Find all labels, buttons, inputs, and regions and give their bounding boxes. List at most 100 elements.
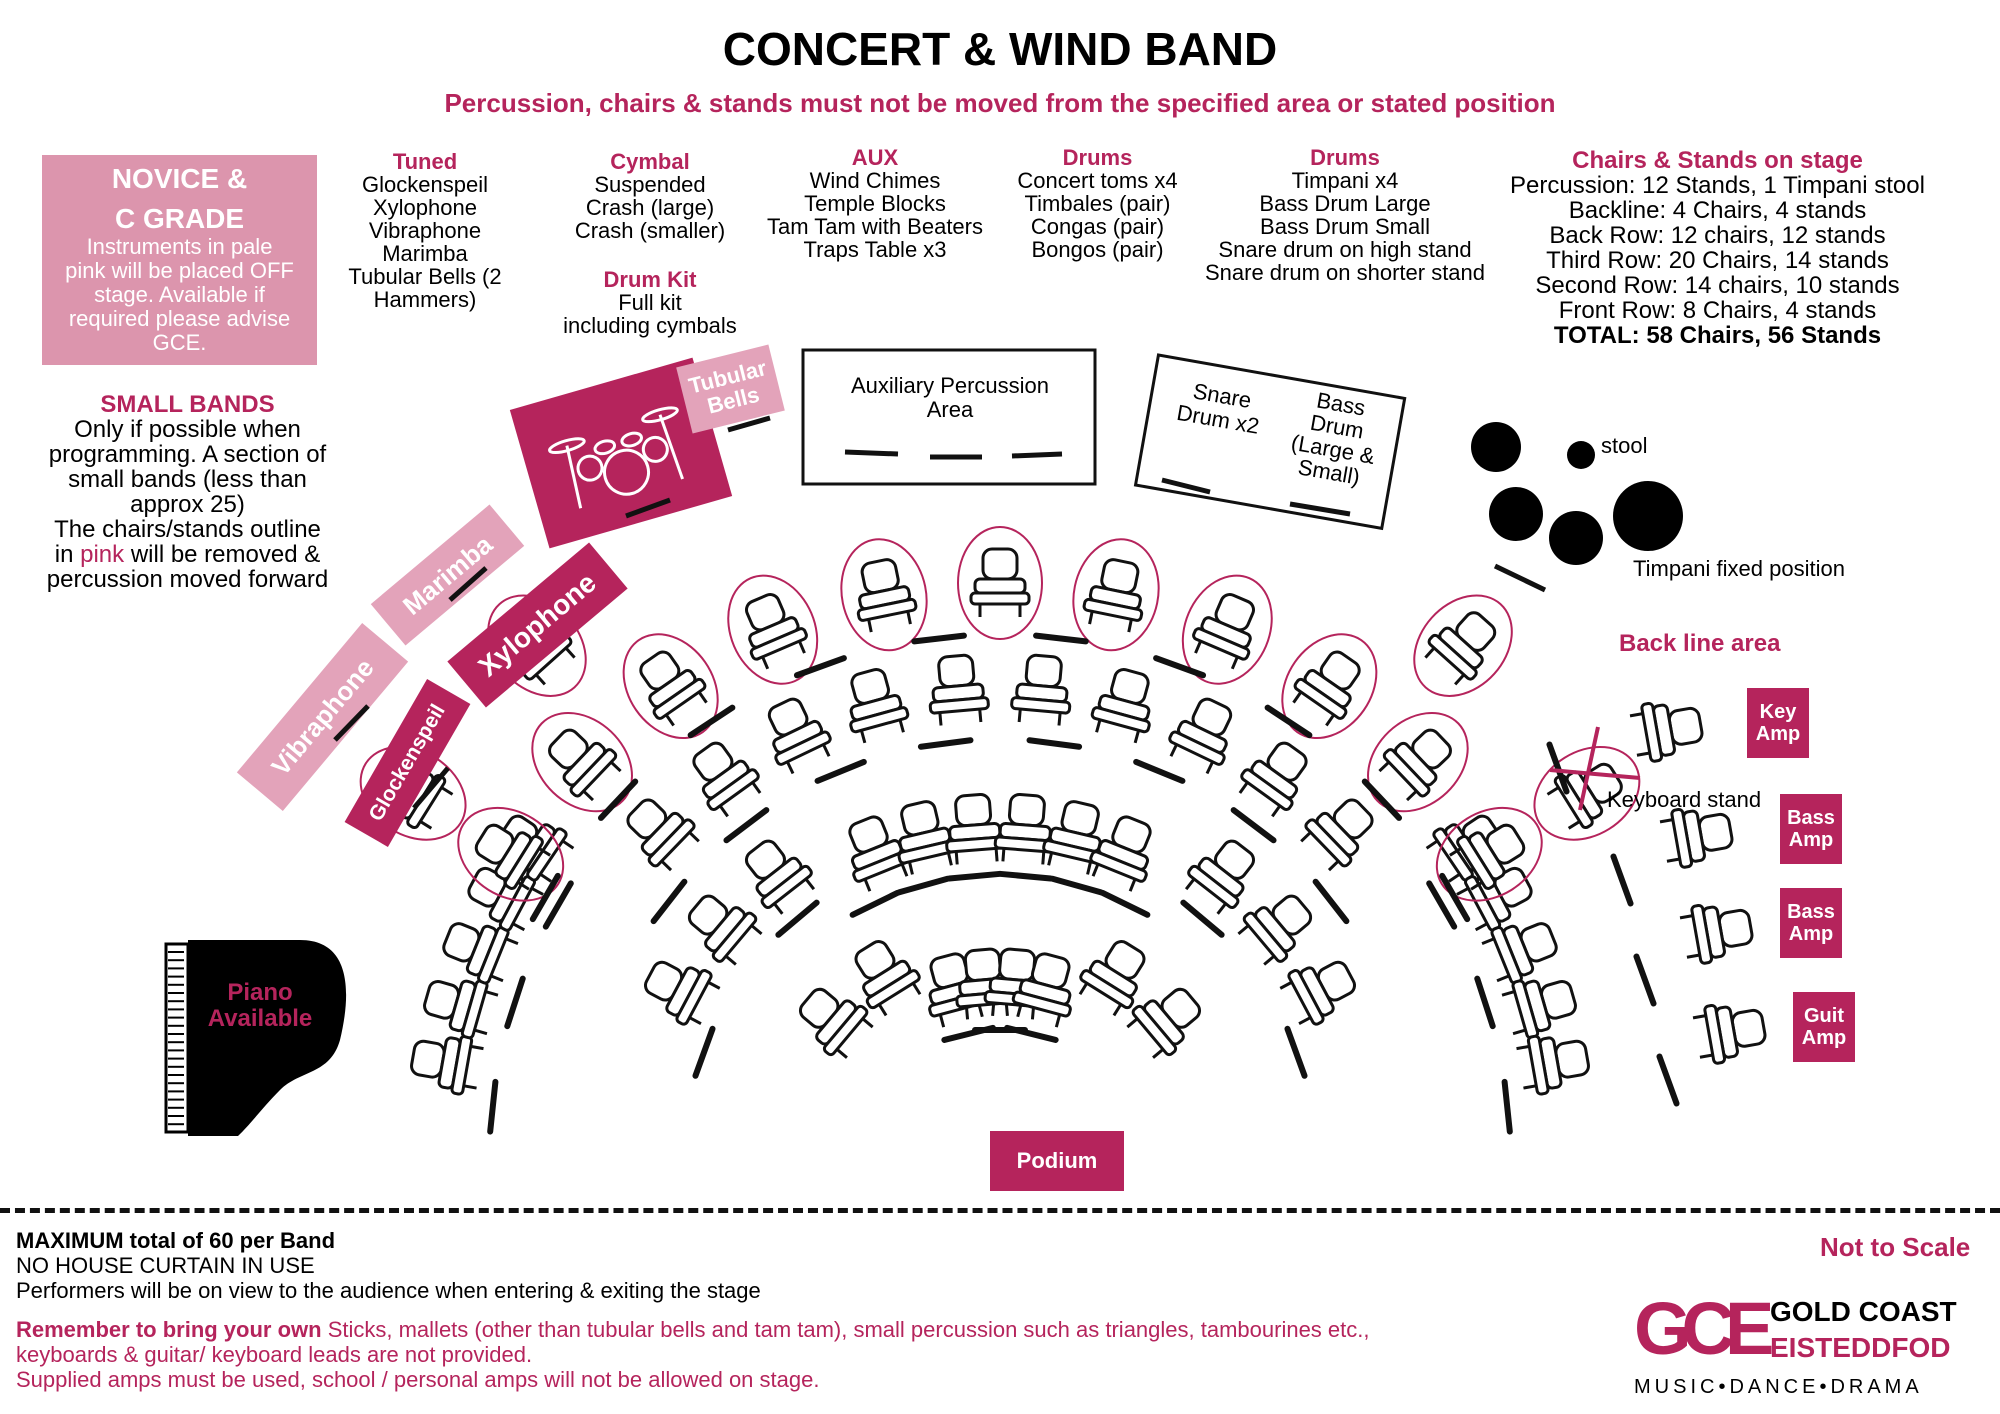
novice-text-1: Instruments in pale xyxy=(86,234,273,259)
chair xyxy=(457,806,565,902)
stand xyxy=(1361,778,1403,821)
novice-text-5: GCE. xyxy=(152,330,207,355)
small-bands-pink-word: pink xyxy=(80,541,125,568)
stand xyxy=(650,878,688,925)
keyboard-stand-label: Keyboard stand xyxy=(1607,787,1762,812)
remember-bold: Remember to bring your own xyxy=(16,1317,322,1342)
cymbal-heading: Cymbal xyxy=(610,149,690,174)
drum-kit-item: including cymbals xyxy=(563,313,737,338)
stand xyxy=(1289,501,1351,517)
chair xyxy=(1367,711,1469,813)
amp-line: Bass xyxy=(1787,901,1835,923)
cymbal-item: Crash (large) xyxy=(585,195,715,220)
amp-line: Bass xyxy=(1787,807,1835,829)
amp-line: Amp xyxy=(1801,1027,1847,1049)
timpani-drum xyxy=(1613,481,1683,551)
remember-rest: Sticks, mallets (other than tubular bell… xyxy=(321,1317,1370,1342)
stand xyxy=(1180,899,1225,938)
stand xyxy=(1133,758,1186,784)
not-to-scale: Not to Scale xyxy=(1820,1232,1971,1262)
chair xyxy=(1413,594,1513,697)
small-bands-heading: SMALL BANDS xyxy=(100,391,275,418)
novice-text-3: stage. Available if xyxy=(94,282,265,307)
cymbal-item: Suspended xyxy=(594,172,706,197)
stand xyxy=(625,497,671,519)
stand xyxy=(1004,1024,1059,1043)
stand xyxy=(1033,632,1089,645)
aux-heading: AUX xyxy=(851,145,899,170)
drum-kit-area xyxy=(509,357,733,549)
remember-note-2: keyboards & guitar/ keyboard leads are n… xyxy=(16,1342,533,1367)
small-bands-line: Only if possible when xyxy=(74,416,301,443)
footer-divider xyxy=(0,1208,2000,1213)
stand xyxy=(504,975,526,1030)
chair xyxy=(840,538,928,652)
stand xyxy=(448,566,488,602)
chairs-stands-item: Backline: 4 Chairs, 4 stands xyxy=(1568,197,1867,224)
drums-item: Bass Drum Large xyxy=(1259,191,1431,216)
remember-note-3: Supplied amps must be used, school / per… xyxy=(16,1367,820,1392)
small-bands-note: SMALL BANDS Only if possible when progra… xyxy=(25,392,350,592)
performers-note: Performers will be on view to the audien… xyxy=(16,1278,761,1303)
piano-label: Piano Available xyxy=(195,980,325,1032)
stand xyxy=(917,737,974,750)
bass-amp: Bass Amp xyxy=(1780,888,1842,958)
piano-line: Piano xyxy=(227,979,293,1006)
aux-area-line: Area xyxy=(926,397,974,422)
stand xyxy=(1501,1078,1513,1135)
aux-item: Temple Blocks xyxy=(804,191,946,216)
aux-percussion-area-label: Auxiliary Percussion Area xyxy=(805,374,1095,422)
stand xyxy=(1546,741,1570,795)
page-subtitle: Percussion, chairs & stands must not be … xyxy=(444,88,1556,118)
stand xyxy=(1439,872,1471,923)
stand xyxy=(1656,1053,1680,1107)
stand xyxy=(597,778,639,821)
drums-item: Timpani x4 xyxy=(1291,168,1399,193)
novice-heading-2: C GRADE xyxy=(114,203,245,234)
stand xyxy=(1633,953,1657,1007)
drums-heading-1: Drums xyxy=(1062,145,1133,170)
stool-label: stool xyxy=(1601,433,1648,458)
small-bands-line: percussion moved forward xyxy=(46,566,329,593)
timpani-drum xyxy=(1489,487,1543,541)
chairs-stands-item: Third Row: 20 Chairs, 14 stands xyxy=(1546,247,1889,274)
drums-item: Snare drum on shorter stand xyxy=(1204,260,1486,285)
small-bands-pre: in xyxy=(54,541,81,568)
chair xyxy=(622,633,719,740)
stand xyxy=(333,704,370,742)
stand xyxy=(793,655,847,679)
chairs-stands-heading: Chairs & Stands on stage xyxy=(1572,147,1863,174)
novice-note-box: NOVICE & C GRADE Instruments in pale pin… xyxy=(42,155,317,365)
chair xyxy=(957,526,1043,640)
max-note: MAXIMUM total of 60 per Band xyxy=(16,1228,336,1253)
remember-note: Remember to bring your own Sticks, malle… xyxy=(16,1317,1616,1342)
stand xyxy=(542,880,574,930)
small-bands-post: will be removed & xyxy=(124,541,321,568)
stand xyxy=(1049,875,1104,896)
logo-tagline: MUSIC•DANCE•DRAMA xyxy=(1634,1376,1923,1398)
stand xyxy=(1474,975,1496,1030)
stand xyxy=(1312,878,1350,925)
guitar-amp: Guit Amp xyxy=(1793,992,1855,1062)
amp-line: Amp xyxy=(1755,723,1801,745)
stand xyxy=(896,875,951,896)
chairs-stands-item: Second Row: 14 chairs, 10 stands xyxy=(1535,272,1900,299)
stand xyxy=(1264,704,1313,739)
amp-line: Key xyxy=(1759,701,1797,723)
cymbal-list: Cymbal Suspended Crash (large) Crash (sm… xyxy=(560,150,740,242)
small-bands-line: programming. A section of xyxy=(48,441,327,468)
chairs-stands-item: Back Row: 12 chairs, 12 stands xyxy=(1549,222,1886,249)
stand xyxy=(1153,655,1207,679)
stand xyxy=(727,415,771,433)
stand xyxy=(997,870,1054,882)
logo-line-1: GOLD COAST xyxy=(1770,1296,1957,1327)
piano-line: Available xyxy=(207,1005,313,1032)
chair xyxy=(531,711,633,813)
timpani-stool xyxy=(1567,441,1595,469)
amp-line: Amp xyxy=(1788,829,1834,851)
stand xyxy=(1230,807,1277,844)
drums-item: Bongos (pair) xyxy=(1031,237,1164,262)
stand xyxy=(775,899,820,938)
stand xyxy=(1161,477,1211,495)
curtain-note: NO HOUSE CURTAIN IN USE xyxy=(16,1253,315,1278)
